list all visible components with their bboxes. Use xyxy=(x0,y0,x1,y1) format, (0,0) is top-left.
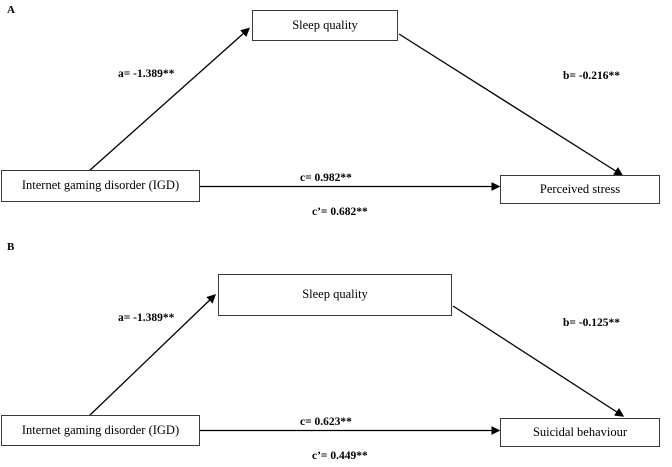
node-mediator-sleep-quality[interactable]: Sleep quality xyxy=(252,10,398,41)
panel-a-edges xyxy=(88,27,624,192)
path-a-arrow xyxy=(88,27,251,172)
node-predictor-igd-label: Internet gaming disorder (IGD) xyxy=(21,178,180,193)
node-outcome-suicidal-behaviour-label: Suicidal behaviour xyxy=(532,424,628,439)
node-outcome-perceived-stress-label: Perceived stress xyxy=(539,181,621,196)
panel-b-edges xyxy=(88,294,625,436)
path-c-prime-label: c’= 0.682** xyxy=(312,206,368,218)
node-mediator-sleep-quality-label: Sleep quality xyxy=(302,287,368,302)
path-b-label: b= -0.216** xyxy=(563,70,621,82)
panel-a-label: A xyxy=(7,4,15,16)
node-predictor-igd[interactable]: Internet gaming disorder (IGD) xyxy=(1,415,200,446)
path-a-label: a= -1.389** xyxy=(118,312,175,324)
panel-b-label: B xyxy=(7,241,15,253)
path-c-label: c= 0.982** xyxy=(300,172,352,184)
node-predictor-igd[interactable]: Internet gaming disorder (IGD) xyxy=(1,170,200,202)
node-outcome-perceived-stress[interactable]: Perceived stress xyxy=(500,175,660,204)
path-b-arrow xyxy=(452,305,625,417)
node-outcome-suicidal-behaviour[interactable]: Suicidal behaviour xyxy=(500,418,660,447)
node-predictor-igd-label: Internet gaming disorder (IGD) xyxy=(21,422,180,437)
path-b-arrow xyxy=(398,33,624,176)
path-a-arrow xyxy=(88,294,216,417)
path-c-prime-label: c’= 0.449** xyxy=(312,450,368,462)
panel-a: A Internet gaming disorder (IGD) Sleep q… xyxy=(1,4,660,218)
path-b-label: b= -0.125** xyxy=(563,317,621,329)
path-a-label: a= -1.389** xyxy=(118,68,175,80)
panel-b: B Internet gaming disorder (IGD) Sleep q… xyxy=(0,234,672,467)
node-mediator-sleep-quality[interactable]: Sleep quality xyxy=(218,274,452,316)
node-mediator-sleep-quality-label: Sleep quality xyxy=(292,17,358,32)
path-c-label: c= 0.623** xyxy=(300,416,352,428)
